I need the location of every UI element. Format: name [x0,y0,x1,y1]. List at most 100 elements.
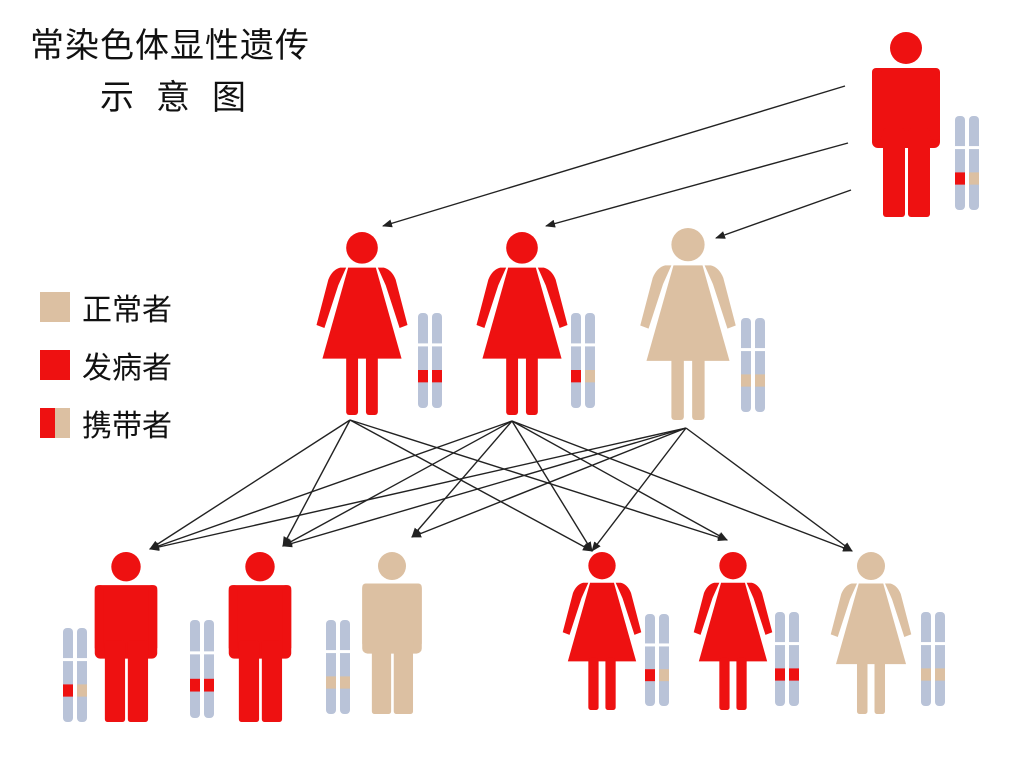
chromosome-pair [570,313,596,408]
arrow-mother1-to-child4 [349,419,593,552]
person-father-male-affected [872,32,980,217]
chromosome [203,620,215,718]
gene-band-affected [789,668,799,681]
male-figure-icon [94,552,158,722]
chromosome [968,116,980,210]
gene-band-affected [190,678,200,692]
chromosome-pair [189,620,215,718]
chromosome [658,614,670,706]
chromosome-pair [920,612,946,706]
gene-band-normal [585,370,595,383]
chromosome-pair [774,612,800,706]
gene-band-affected [775,668,785,681]
arrow-mother2-to-child2 [282,420,513,547]
person-child1-male-affected [62,552,158,722]
male-figure-icon [872,32,940,217]
chromosome [788,612,800,706]
person-child3-male-normal [325,552,422,714]
arrow-mother3-to-child4 [591,427,687,552]
female-figure-icon [693,552,773,710]
person-mother1-female-affected [316,232,443,415]
chromosome [339,620,351,714]
chromosome [954,116,966,210]
legend-normal: 正常者 [40,285,172,329]
arrow-mother2-to-child6 [511,420,853,552]
chromosome [76,628,88,722]
chromosome [584,313,596,408]
gene-band-affected [63,684,73,697]
legend-affected-swatch [40,350,70,380]
chromosome [325,620,337,714]
chromosome-pair [417,313,443,408]
arrow-father-to-mother1 [382,85,846,228]
legend-affected-label: 发病者 [82,351,172,386]
chromosome [644,614,656,706]
person-child4-female-affected [562,552,670,710]
gene-band-normal [340,676,350,689]
female-figure-icon [316,232,408,415]
arrow-mother1-to-child2 [282,419,351,547]
male-figure-icon [362,552,422,714]
arrow-mother2-to-child4 [511,420,593,552]
diagram-subtitle: 示意图 [100,78,268,118]
person-child6-female-normal [830,552,946,714]
chromosome-pair [954,116,980,210]
female-figure-icon [640,228,736,420]
legend-carrier-swatch [40,408,70,438]
chromosome [570,313,582,408]
gene-band-normal [921,668,931,681]
gene-band-normal [755,374,765,387]
gene-band-affected [432,370,442,383]
chromosome-pair [325,620,351,714]
female-figure-icon [830,552,912,714]
legend-normal-swatch [40,292,70,322]
gene-band-normal [741,374,751,387]
chromosome-pair [740,318,766,412]
legend-normal-label: 正常者 [82,293,172,328]
arrow-mother1-to-child5 [349,419,728,542]
chromosome [934,612,946,706]
people [62,32,980,722]
gene-band-affected [645,669,655,682]
person-child5-female-affected [693,552,800,710]
chromosome [189,620,201,718]
inheritance-arrows [149,85,853,552]
person-mother2-female-affected [476,232,596,415]
chromosome-pair [62,628,88,722]
arrow-mother3-to-child6 [685,427,853,552]
gene-band-affected [955,172,965,185]
arrow-mother2-to-child1 [149,420,513,550]
chromosome [740,318,752,412]
chromosome [62,628,74,722]
gene-band-normal [969,172,979,185]
gene-band-normal [935,668,945,681]
male-figure-icon [228,552,292,722]
arrow-father-to-mother2 [545,142,849,228]
chromosome [774,612,786,706]
arrow-mother3-to-child2 [282,427,687,548]
gene-band-affected [571,370,581,383]
gene-band-normal [77,684,87,697]
arrow-mother2-to-child5 [511,420,728,541]
chromosome [754,318,766,412]
chromosome [417,313,429,408]
gene-band-affected [204,678,214,692]
legend-carrier-label: 携带者 [82,409,172,444]
arrow-mother3-to-child3 [411,427,687,538]
diagram-title: 常染色体显性遗传 [30,26,310,66]
chromosome [431,313,443,408]
legend-affected: 发病者 [40,343,172,387]
person-mother3-female-normal [640,228,766,420]
legend-carrier: 携带者 [40,401,172,445]
arrow-mother1-to-child1 [149,419,351,550]
person-child2-male-affected [189,552,292,722]
female-figure-icon [562,552,642,710]
female-figure-icon [476,232,568,415]
chromosome [920,612,932,706]
arrow-mother3-to-child1 [149,427,687,551]
gene-band-normal [326,676,336,689]
arrow-father-to-mother3 [715,189,852,239]
gene-band-affected [418,370,428,383]
chromosome-pair [644,614,670,706]
